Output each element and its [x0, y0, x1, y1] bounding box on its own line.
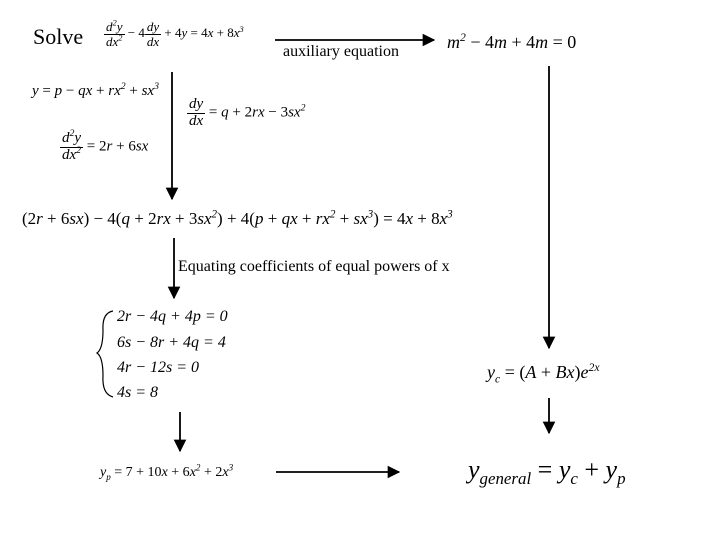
auxiliary-equation: m2 − 4m + 4m = 0 [447, 31, 577, 52]
equating-coefficients-label: Equating coefficients of equal powers of… [178, 258, 450, 275]
system-equation-4: 4s = 8 [117, 384, 159, 401]
solve-label: Solve [33, 24, 84, 49]
substituted-equation: (2r + 6sx) − 4(q + 2rx + 3sx2) + 4(p + q… [22, 208, 453, 228]
particular-solution: yp = 7 + 10x + 6x2 + 2x3 [100, 462, 234, 482]
system-brace [95, 310, 114, 398]
complementary-solution: yc = (A + Bx)e2x [487, 361, 600, 386]
trial-solution: y = p − qx + rx2 + sx3 [32, 81, 159, 99]
system-equation-2: 6s − 8r + 4q = 4 [117, 334, 226, 351]
auxiliary-equation-label: auxiliary equation [283, 43, 399, 60]
general-solution: ygeneral = yc + yp [468, 455, 626, 489]
system-equation-3: 4r − 12s = 0 [117, 359, 200, 376]
system-equation-1: 2r − 4q + 4p = 0 [117, 308, 228, 325]
